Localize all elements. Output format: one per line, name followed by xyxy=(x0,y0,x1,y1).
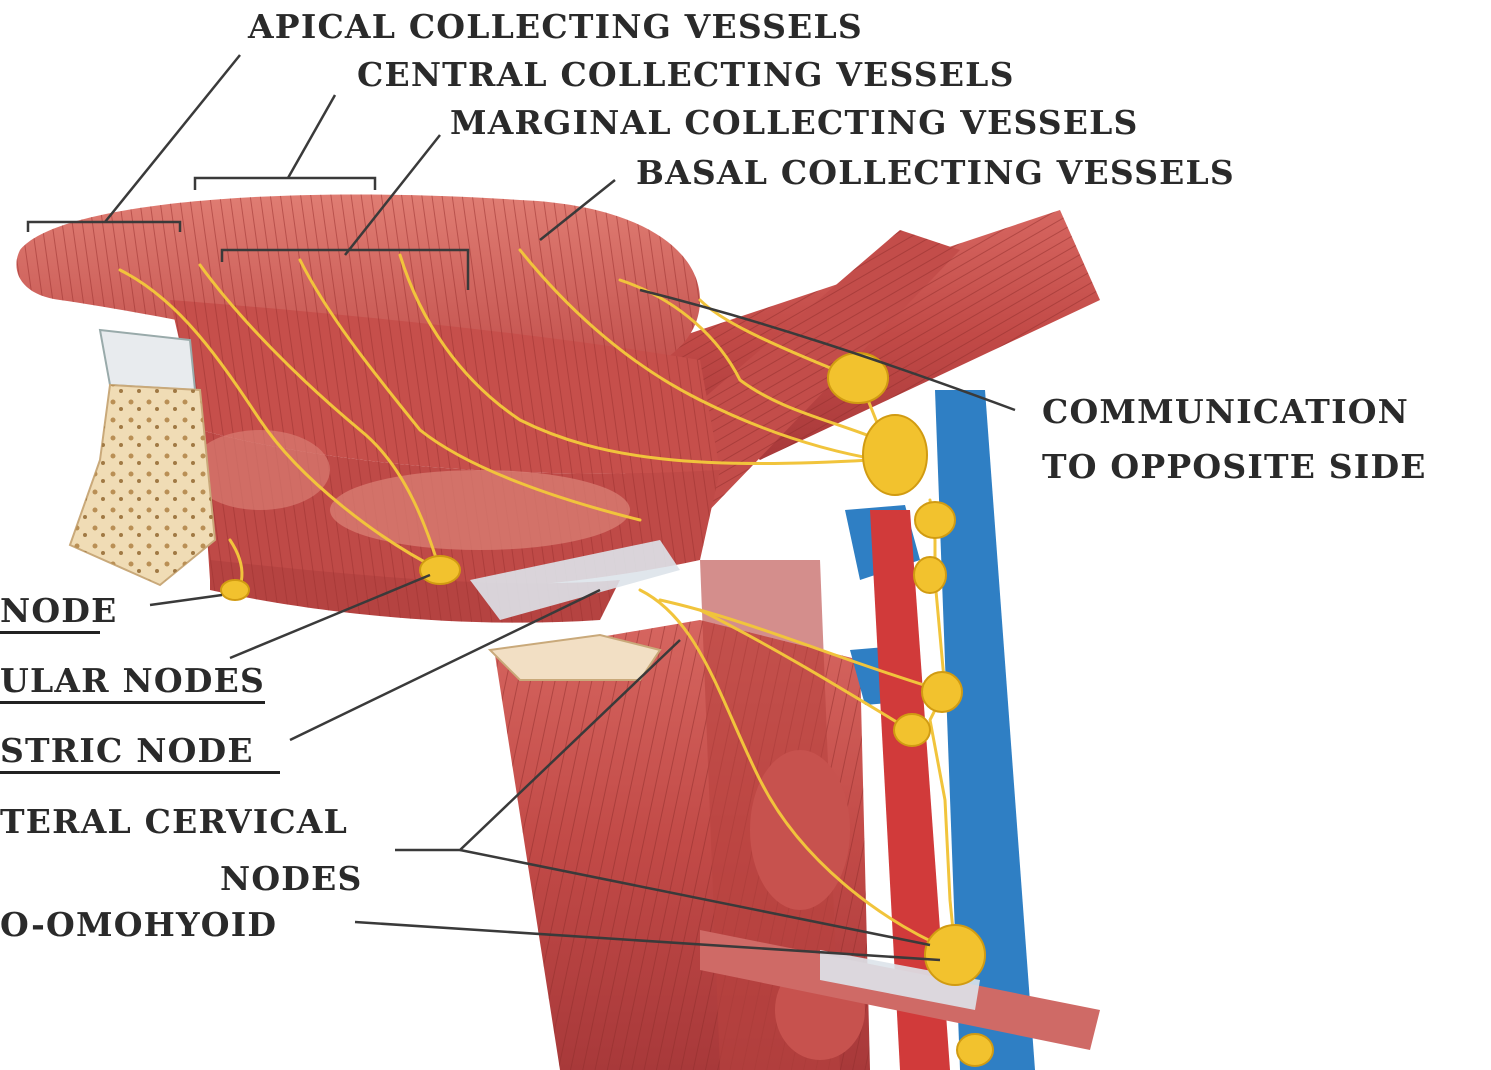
apical-leader xyxy=(105,55,240,222)
label-teral-cervical: TERAL CERVICAL xyxy=(0,805,348,838)
label-to-opposite-side: TO OPPOSITE SIDE xyxy=(1042,450,1427,483)
label-basal-collecting-vessels: BASAL COLLECTING VESSELS xyxy=(636,156,1235,189)
label-node: NODE xyxy=(0,594,100,634)
central-bracket xyxy=(195,178,375,190)
label-stric-node: STRIC NODE xyxy=(0,734,280,774)
node-leader xyxy=(150,595,222,605)
submental-node xyxy=(221,580,249,600)
mandible-section xyxy=(70,330,215,585)
jugulo-omohyoid-node xyxy=(925,925,985,985)
submandibular-node xyxy=(420,556,460,584)
upper-deep-cervical-node xyxy=(863,415,927,495)
label-o-omohyoid: O-OMOHYOID xyxy=(0,908,277,941)
central-leader xyxy=(288,95,335,178)
label-apical-collecting-vessels: APICAL COLLECTING VESSELS xyxy=(248,10,863,43)
label-ular-nodes: ULAR NODES xyxy=(0,664,265,704)
label-marginal-collecting-vessels: MARGINAL COLLECTING VESSELS xyxy=(450,106,1139,139)
neck-muscles xyxy=(495,560,870,1070)
label-central-collecting-vessels: CENTRAL COLLECTING VESSELS xyxy=(357,58,1015,91)
label-nodes: NODES xyxy=(220,862,363,895)
label-communication: COMMUNICATION xyxy=(1042,395,1409,428)
